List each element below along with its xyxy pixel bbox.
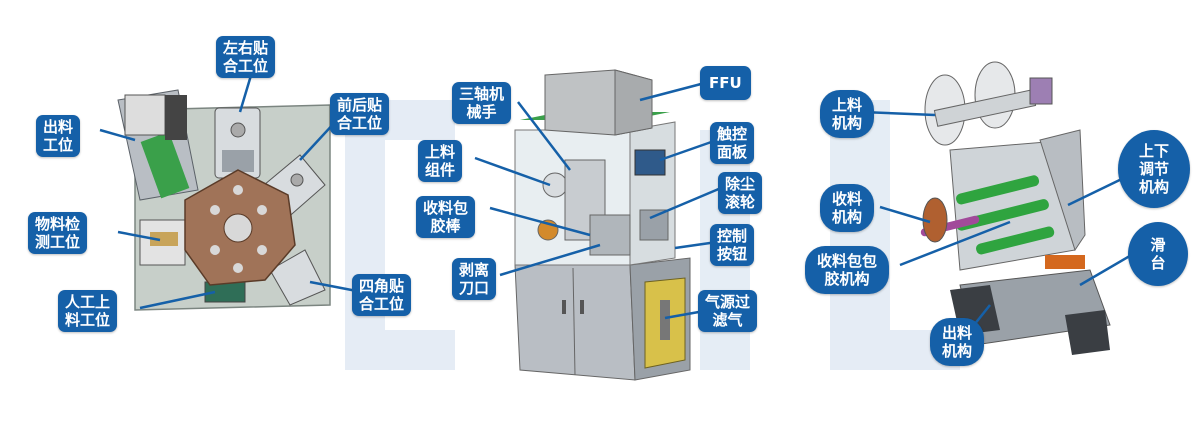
label-left-right-paste-station: 左右贴合工位 <box>216 36 276 78</box>
leader-three-axis <box>517 101 571 171</box>
label-front-back-paste-station: 前后贴合工位 <box>330 93 390 135</box>
label-feed-assembly: 上料组件 <box>418 140 463 182</box>
label-receive-mechanism: 收料机构 <box>820 184 875 232</box>
label-lift-adjust-mechanism: 上下调节机构 <box>1118 130 1190 208</box>
leader-wrap-mechanism <box>899 220 1011 267</box>
label-touch-panel: 触控面板 <box>710 122 755 164</box>
label-air-filter: 气源过滤气 <box>698 290 758 332</box>
leader-dust-roller <box>649 186 722 220</box>
rotary-table <box>184 169 296 286</box>
label-ffu: FFU <box>700 66 751 100</box>
leader-receive-mechanism <box>879 205 931 224</box>
leader-manual-load <box>139 290 216 310</box>
leader-feed-mechanism <box>861 110 936 117</box>
label-inspection-station: 物料检测工位 <box>28 212 88 254</box>
leader-ffu <box>639 82 702 102</box>
label-wrap-mechanism: 收料包包胶机构 <box>805 246 890 294</box>
label-corner-paste-station: 四角贴合工位 <box>352 274 412 316</box>
label-outfeed-mechanism: 出料机构 <box>930 318 985 366</box>
rotary-station-machine <box>117 89 331 311</box>
label-three-axis-manipulator: 三轴机械手 <box>452 82 512 124</box>
left-right-paste-unit <box>214 107 261 179</box>
label-feed-mechanism: 上料机构 <box>820 90 875 138</box>
leader-inspection <box>117 230 161 242</box>
label-wrap-rod: 收料包胶棒 <box>416 196 476 238</box>
leader-feed-assembly <box>474 156 551 187</box>
label-manual-load-station: 人工上料工位 <box>58 290 118 332</box>
inspection-unit <box>139 219 186 266</box>
label-peel-knife: 剥离刀口 <box>452 258 497 300</box>
leader-touch-panel <box>659 138 718 162</box>
leader-left-right-paste <box>238 71 254 113</box>
label-slide: 滑台 <box>1128 222 1188 286</box>
leader-outfeed <box>99 128 136 142</box>
label-dust-roller: 除尘滚轮 <box>718 172 763 214</box>
wrapping-mechanism <box>920 61 1111 355</box>
leader-peel-knife <box>499 243 601 277</box>
corner-paste-unit <box>269 249 326 306</box>
cabinet-machine <box>514 69 691 381</box>
label-control-button: 控制按钮 <box>710 224 755 266</box>
leader-wrap-rod <box>489 206 591 237</box>
touch-screen <box>634 149 666 176</box>
label-outfeed-station: 出料工位 <box>36 115 81 157</box>
outfeed-station-unit <box>117 89 199 201</box>
